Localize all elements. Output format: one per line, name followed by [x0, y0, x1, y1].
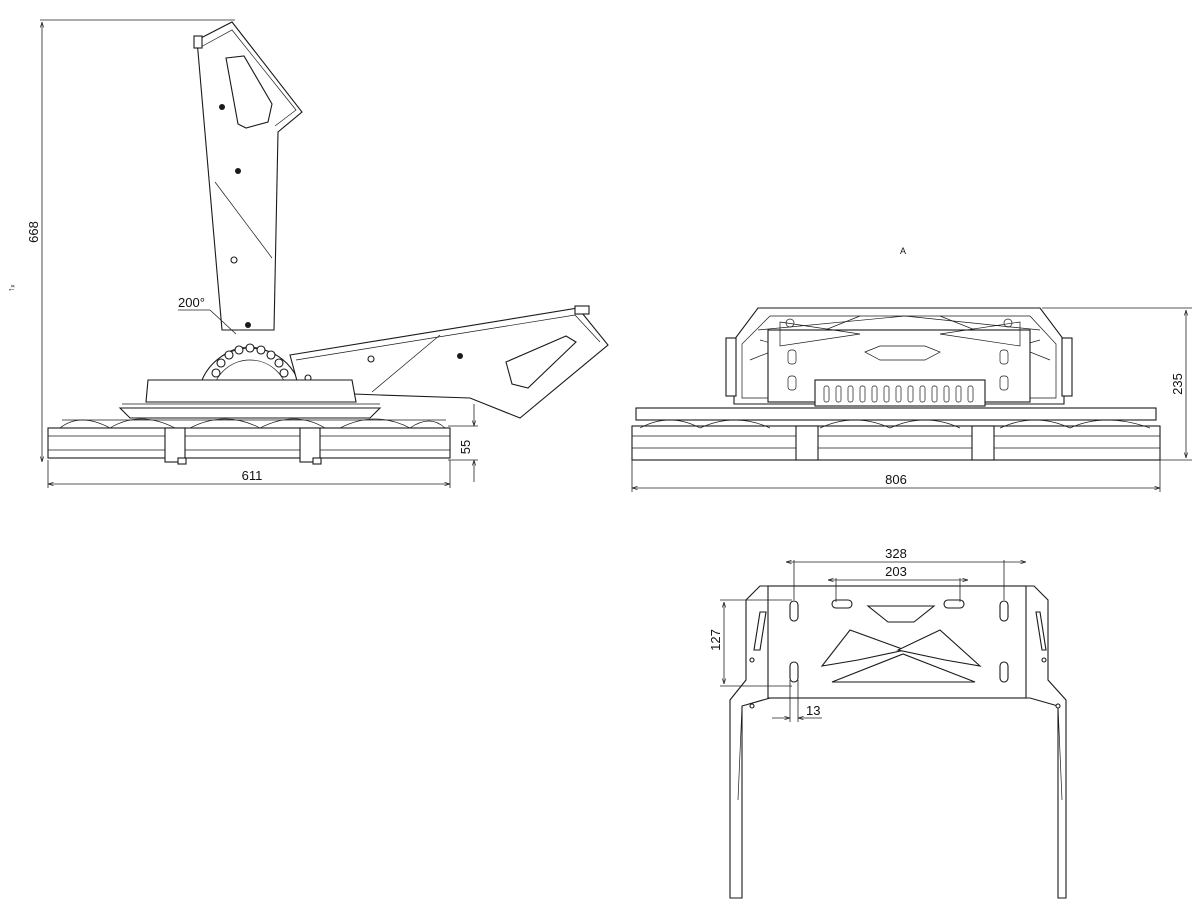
small-mark: ↑ₓ: [6, 285, 16, 293]
dimension-13: 13: [772, 680, 822, 722]
angle-label: 200°: [178, 295, 205, 310]
width-label-611: 611: [242, 468, 263, 483]
dimension-668: 668: [26, 19, 235, 462]
side-view: 668 ↑ₓ 200°: [6, 19, 609, 488]
dimension-127: 127: [708, 599, 792, 687]
upper-arm: [193, 21, 303, 331]
side-lens-base: [47, 418, 451, 465]
vertical-spacing-label: 127: [708, 629, 723, 651]
height-label-668: 668: [26, 221, 41, 243]
side-housing: [118, 379, 382, 419]
dimension-806: 806: [631, 460, 1161, 492]
view-marker: A: [900, 246, 906, 256]
front-view: A: [631, 246, 1192, 492]
outer-spacing-label: 328: [885, 546, 907, 561]
dimension-55: 55: [448, 404, 478, 482]
slot-width-label: 13: [806, 703, 820, 718]
dimension-611: 611: [47, 460, 451, 488]
front-bracket: [725, 307, 1073, 407]
height-label-235: 235: [1170, 373, 1185, 395]
base-height-label: 55: [458, 440, 473, 454]
bracket-plate: [729, 585, 1067, 899]
front-lens-base: [631, 407, 1161, 461]
inner-spacing-label: 203: [885, 564, 907, 579]
width-label-806: 806: [885, 472, 907, 487]
tilted-arm: [289, 305, 609, 419]
dimension-203: 203: [828, 564, 968, 602]
dimension-328: 328: [786, 546, 1026, 600]
dimension-235: 235: [1042, 307, 1192, 461]
bracket-view: 328 203 127 13: [708, 546, 1067, 899]
